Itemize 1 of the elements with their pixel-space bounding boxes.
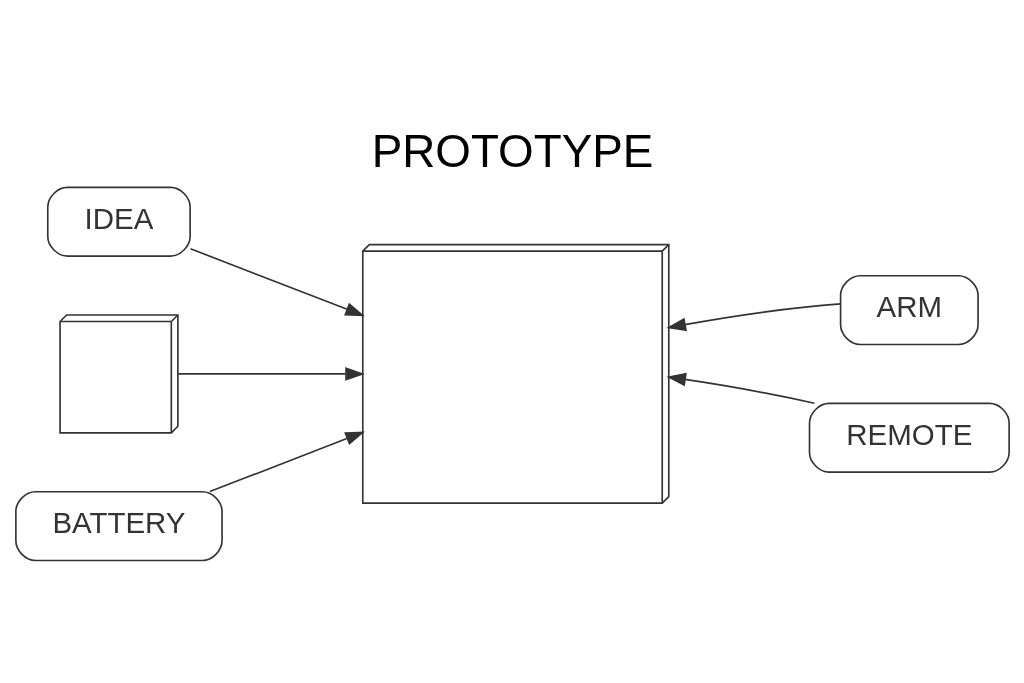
diagram-title: PROTOTYPE bbox=[371, 125, 653, 177]
